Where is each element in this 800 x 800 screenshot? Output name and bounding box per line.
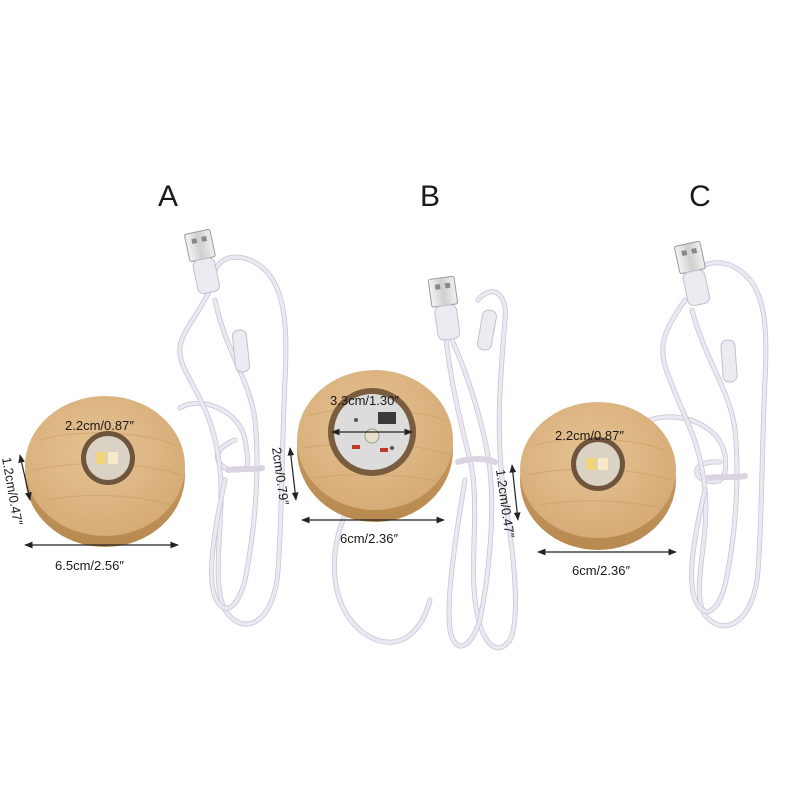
variant-a-inner-diameter: 2.2cm/0.87″ [65,418,134,433]
variant-a-letter: A [158,180,178,213]
variant-c-diameter: 6cm/2.36″ [572,563,630,578]
inline-switch-icon [231,329,251,373]
variant-b-diameter: 6cm/2.36″ [340,531,398,546]
usb-plug-icon [674,240,711,307]
variant-a-cable [177,254,289,627]
inline-switch-icon [477,309,497,351]
variant-b-height: 2cm/0.79″ [269,446,292,506]
variant-c-wood-base [520,402,676,550]
usb-plug-icon [427,275,461,341]
variant-c-cable [647,260,769,629]
variant-a: A [0,180,289,627]
usb-plug-icon [184,228,221,295]
variant-a-wood-base [25,396,185,547]
variant-a-diameter: 6.5cm/2.56″ [55,558,124,573]
variant-c-inner-diameter: 2.2cm/0.87″ [555,428,624,443]
variant-b-inner-diameter: 3.3cm/1.30″ [330,393,399,408]
variant-c: C 2.2cm/0.87″ [493,180,769,629]
inline-switch-icon [720,339,738,383]
led-chip-icon [586,458,608,470]
variant-b-cable [331,289,518,651]
variant-b-letter: B [420,180,440,213]
variant-b: B 3. [269,180,518,651]
led-chip-icon [96,452,118,464]
variant-c-letter: C [689,180,711,213]
